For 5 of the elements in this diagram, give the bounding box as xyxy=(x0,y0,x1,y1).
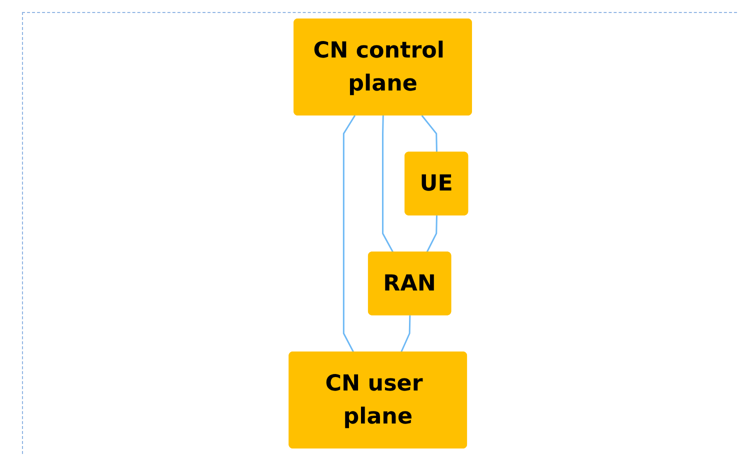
connector xyxy=(400,315,410,353)
connector xyxy=(382,115,394,253)
connector xyxy=(426,215,438,253)
connector xyxy=(420,115,438,152)
connector xyxy=(342,115,356,353)
